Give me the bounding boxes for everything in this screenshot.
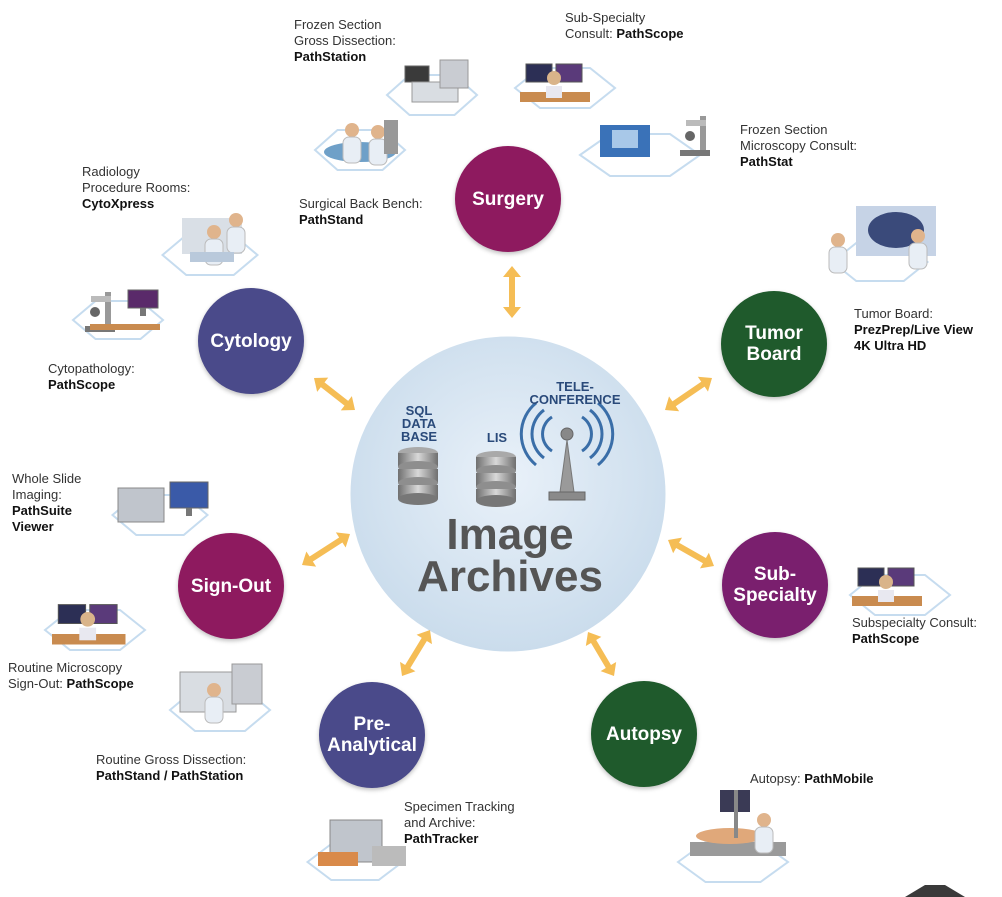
label-subspecialty-consult: Subspecialty Consult: PathScope	[852, 615, 1000, 647]
hub-title-line2: Archives	[417, 552, 603, 601]
sql-database-icon	[398, 447, 438, 505]
person-icon	[207, 225, 221, 239]
person-icon	[345, 123, 359, 137]
monitor-icon	[169, 481, 209, 509]
label-routine-gross-product: PathStand / PathStation	[96, 768, 244, 783]
person-icon	[757, 813, 771, 827]
label-tumor-board-product: PrezPrep/Live View 4K Ultra HD	[854, 322, 973, 353]
node-tumor-board-label: Tumor Board	[745, 323, 803, 365]
label-cytopathology: Cytopathology: PathScope	[48, 361, 178, 393]
label-subspecialty-top: Sub-Specialty Consult: PathScope	[565, 10, 725, 42]
label-routine-gross-text: Routine Gross Dissection:	[96, 752, 247, 767]
label-autopsy: Autopsy: PathMobile	[750, 771, 950, 787]
double-arrow	[400, 630, 432, 676]
person-icon	[207, 683, 221, 697]
double-arrow	[302, 532, 350, 567]
antenna-icon	[519, 401, 615, 501]
label-radiology-product: CytoXpress	[82, 196, 155, 211]
teleconference-label: TELE- CONFERENCE	[529, 379, 621, 407]
label-autopsy-product: PathMobile	[804, 771, 874, 786]
person-icon	[229, 213, 243, 227]
node-tumor-board[interactable]: Tumor Board	[721, 291, 827, 397]
node-pre-analytical-label: Pre- Analytical	[327, 714, 417, 756]
double-arrow	[503, 266, 521, 318]
node-sub-specialty-label: Sub- Specialty	[733, 564, 817, 606]
label-routine-micro-text: Routine Microscopy Sign-Out:	[8, 660, 123, 691]
person-icon	[831, 233, 845, 247]
sql-database-label: SQL DATA BASE	[400, 403, 438, 444]
label-subspecialty-consult-text: Subspecialty Consult:	[852, 615, 978, 630]
label-frozen-micro-product: PathStat	[740, 154, 793, 169]
node-sign-out-label: Sign-Out	[190, 575, 272, 597]
node-cytology[interactable]: Cytology	[198, 288, 304, 394]
monitor-icon	[127, 289, 159, 309]
label-frozen-gross-product: PathStation	[294, 49, 367, 64]
node-autopsy[interactable]: Autopsy	[591, 681, 697, 787]
label-subspecialty-consult-product: PathScope	[852, 631, 920, 646]
lis-label: LIS	[486, 430, 508, 445]
node-pre-analytical[interactable]: Pre- Analytical	[319, 682, 425, 788]
label-specimen-text: Specimen Tracking and Archive:	[404, 799, 515, 830]
double-arrow	[585, 632, 617, 676]
label-frozen-micro: Frozen Section Microscopy Consult: PathS…	[740, 122, 900, 170]
partial-shape	[905, 885, 965, 897]
label-specimen-product: PathTracker	[404, 831, 479, 846]
double-arrow	[665, 376, 712, 412]
person-icon	[371, 125, 385, 139]
label-frozen-micro-text: Frozen Section Microscopy Consult:	[740, 122, 858, 153]
lis-database-icon	[476, 451, 516, 507]
label-specimen: Specimen Tracking and Archive: PathTrack…	[404, 799, 554, 847]
node-sign-out[interactable]: Sign-Out	[178, 533, 284, 639]
node-surgery-label: Surgery	[472, 188, 544, 210]
label-subspecialty-top-product: PathScope	[616, 26, 684, 41]
double-arrow	[314, 377, 355, 411]
person-icon	[911, 229, 925, 243]
label-radiology: Radiology Procedure Rooms: CytoXpress	[82, 164, 222, 212]
label-tumor-board-text: Tumor Board:	[854, 306, 933, 321]
label-radiology-text: Radiology Procedure Rooms:	[82, 164, 191, 195]
label-frozen-gross: Frozen Section Gross Dissection: PathSta…	[294, 17, 434, 65]
label-cytopathology-product: PathScope	[48, 377, 116, 392]
node-sub-specialty[interactable]: Sub- Specialty	[722, 532, 828, 638]
label-routine-gross: Routine Gross Dissection: PathStand / Pa…	[96, 752, 306, 784]
label-autopsy-text: Autopsy:	[750, 771, 805, 786]
label-cytopathology-text: Cytopathology:	[48, 361, 135, 376]
label-surgical-back-product: PathStand	[299, 212, 364, 227]
node-surgery[interactable]: Surgery	[455, 146, 561, 252]
label-subspecialty-top-text: Sub-Specialty Consult:	[565, 10, 646, 41]
label-frozen-gross-text: Frozen Section Gross Dissection:	[294, 17, 396, 48]
connection-arrows	[302, 266, 714, 676]
label-routine-micro: Routine Microscopy Sign-Out: PathScope	[8, 660, 168, 692]
node-cytology-label: Cytology	[210, 330, 292, 352]
monitor-icon	[404, 65, 430, 83]
double-arrow	[668, 537, 714, 569]
label-tumor-board: Tumor Board: PrezPrep/Live View 4K Ultra…	[854, 306, 1000, 354]
label-whole-slide-text: Whole Slide Imaging:	[12, 471, 82, 502]
label-whole-slide: Whole Slide Imaging: PathSuite Viewer	[12, 471, 112, 535]
label-surgical-back-text: Surgical Back Bench:	[299, 196, 423, 211]
node-autopsy-label: Autopsy	[606, 723, 682, 745]
label-whole-slide-product: PathSuite Viewer	[12, 503, 72, 534]
label-routine-micro-product: PathScope	[66, 676, 134, 691]
station-pad	[313, 129, 407, 171]
label-surgical-back: Surgical Back Bench: PathStand	[299, 196, 449, 228]
scanner-icon	[117, 487, 165, 523]
hub-title-line1: Image	[446, 510, 574, 559]
microscope-icon	[680, 150, 710, 156]
